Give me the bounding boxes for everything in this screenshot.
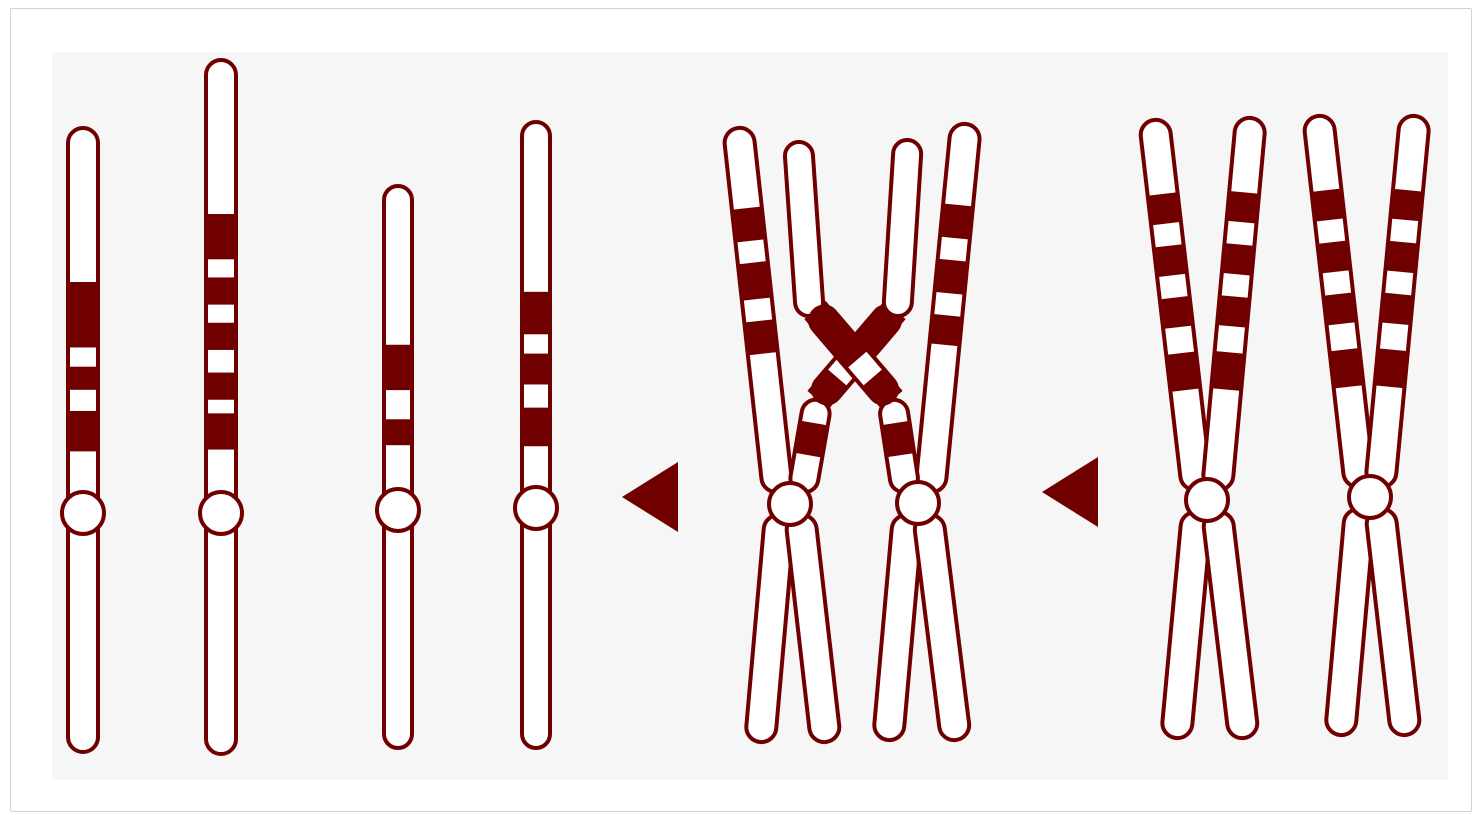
recombined-2-right-chromatid-band-4 (1390, 189, 1423, 221)
chromosome-single-2 (200, 60, 242, 754)
recombined-pair (1139, 114, 1430, 739)
recombined-1-left-chromatid-band-3 (1154, 244, 1187, 277)
recombined-1-lower-right (1202, 510, 1259, 740)
chromosome-single-2-upper-arm-band-5 (206, 214, 236, 259)
chromosome-single-1-lower-arm (68, 513, 98, 752)
recombined-2-left-chromatid (1303, 114, 1375, 488)
recombined-1-left-chromatid-band-2 (1160, 296, 1193, 329)
chromosome-single-4-upper-arm-band-2 (522, 354, 550, 385)
recombined-1-left-chromatid (1139, 118, 1212, 491)
chromosome-single-4-centromere (515, 487, 557, 529)
chromosome-single-1-upper-arm (68, 128, 98, 513)
chromosome-single-2-upper-arm-band-3 (206, 323, 236, 350)
chromosome-single-4 (515, 122, 557, 748)
chromosome-single-3-lower-arm (384, 510, 412, 748)
chromosome-single-2-lower-arm (206, 513, 236, 754)
recombined-2-left-chromatid-band-4 (1311, 189, 1344, 222)
chromosome-single-2-upper-arm-band-2 (206, 373, 236, 400)
recombined-2-left-chromatid-band-3 (1317, 240, 1350, 273)
chromosome-single-1-lower-arm-fill (68, 513, 98, 752)
crossing-right-outer-chromatid-band-2 (935, 259, 968, 295)
recombined-2-right-chromatid-band-3 (1385, 241, 1418, 273)
recombined-2-lower-right-fill (1365, 507, 1421, 736)
chromosome-single-2-upper-arm-band-1 (206, 413, 236, 449)
recombined-1-right-chromatid-band-2 (1217, 295, 1250, 327)
recombined-1-right-chromatid (1202, 117, 1266, 492)
recombined-2-right-chromatid-band-1 (1375, 348, 1408, 388)
arrow-left-icon (622, 462, 678, 532)
crossing-right-outer-chromatid-band-1 (929, 314, 962, 346)
chromosome-single-1-upper-arm-band-2 (68, 367, 98, 390)
recombined-2-lower-right (1365, 507, 1421, 736)
chromosome-single-2-centromere (200, 492, 242, 534)
chromosome-single-2-upper-arm-band-4 (206, 277, 236, 304)
chromosome-single-3-upper-arm (384, 186, 412, 510)
chromosome-single-1-upper-arm-band-1 (68, 411, 98, 451)
recombined-chromosome-1 (1139, 117, 1266, 740)
crossing-right-lower-b-fill (913, 513, 971, 742)
recombined-2-left-chromatid-band-2 (1323, 292, 1356, 325)
arrow-left-icon (1042, 457, 1098, 527)
recombined-1-centromere (1186, 479, 1228, 521)
crossing-left-centromere (769, 483, 811, 525)
chromosome-single-2-upper-arm (206, 60, 236, 513)
chromosome-single-2-lower-arm-fill (206, 513, 236, 754)
crossing-right-outer-chromatid-fill (915, 123, 981, 494)
chromosome-single-4-upper-arm-band-1 (522, 408, 550, 447)
crossing-left-outer-chromatid (723, 126, 793, 493)
chromosome-single-1 (62, 128, 104, 752)
chromosome-single-3-upper-arm-band-2 (384, 345, 412, 390)
crossing-right-outer-chromatid-band-3 (940, 203, 973, 239)
recombined-1-right-chromatid-band-4 (1227, 191, 1260, 223)
crossing-left-lower-b (785, 513, 841, 743)
chromosome-single-4-upper-arm (522, 122, 550, 508)
crossing-right-outer-chromatid (915, 123, 981, 494)
crossing-over-pair (723, 123, 981, 744)
chromosome-single-3-lower-arm-fill (384, 510, 412, 748)
recombined-1-left-chromatid-band-4 (1148, 192, 1181, 225)
recombined-chromosome-2 (1303, 114, 1430, 736)
crossing-left-lower-b-fill (785, 513, 841, 743)
recombined-2-centromere (1349, 476, 1391, 518)
crossing-chromosome-left (723, 126, 906, 743)
chromosome-single-1-upper-arm-band-3 (68, 282, 98, 347)
recombined-2-right-chromatid-band-2 (1380, 293, 1413, 325)
chromosome-single-1-centromere (62, 492, 104, 534)
chromosome-single-4-lower-arm-fill (522, 508, 550, 748)
recombined-1-lower-right-fill (1202, 510, 1259, 740)
crossing-left-inner-lower (788, 398, 832, 495)
chromosome-single-4-lower-arm (522, 508, 550, 748)
recombined-1-right-chromatid-band-1 (1211, 351, 1244, 391)
chromosome-single-3-upper-arm-band-1 (384, 419, 412, 445)
chromosome-single-4-upper-arm-band-3 (522, 292, 550, 334)
crossing-right-lower-b (913, 513, 971, 742)
crossing-right-inner-upper (883, 139, 922, 317)
crossing-left-inner-upper (784, 141, 824, 317)
recombined-2-right-chromatid (1365, 115, 1430, 489)
chromosome-single-3 (377, 186, 419, 748)
chromosome-single-3-centromere (377, 489, 419, 531)
crossing-right-inner-lower (878, 398, 920, 494)
crossing-right-centromere (897, 482, 939, 524)
recombined-1-right-chromatid-band-3 (1222, 243, 1255, 275)
